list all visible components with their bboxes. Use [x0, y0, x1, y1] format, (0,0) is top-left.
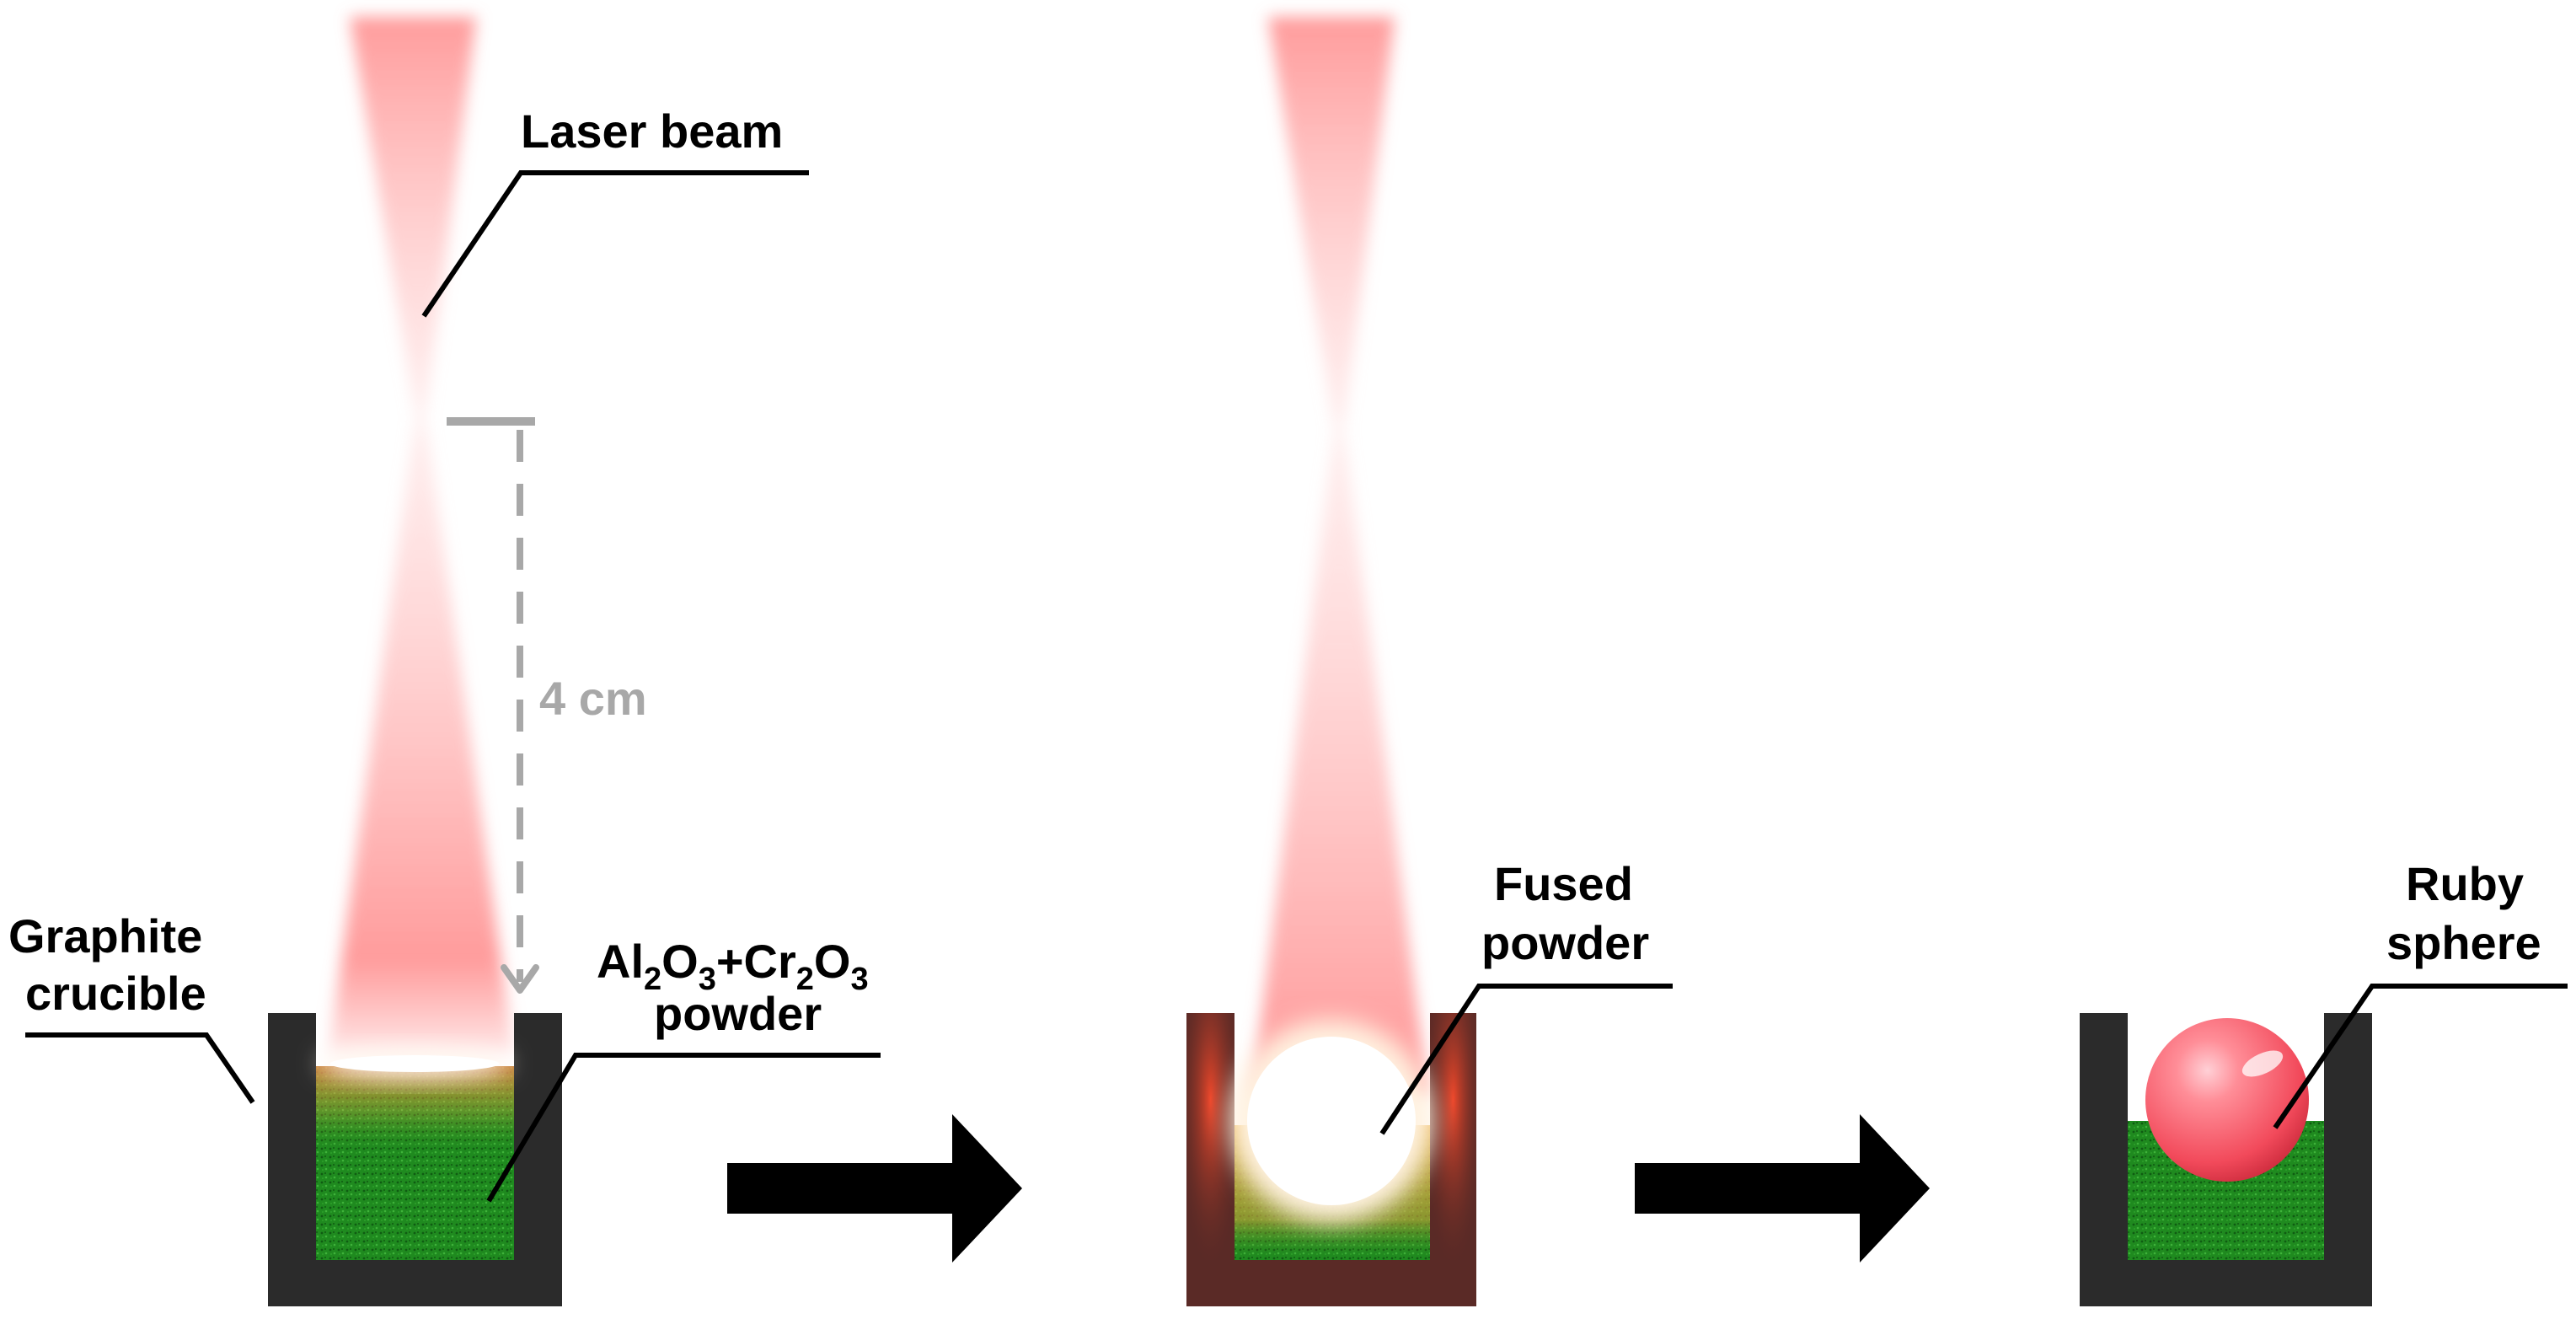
- fused-powder-leader: [1379, 984, 1673, 1135]
- laser-beam-label: Laser beam: [521, 105, 783, 158]
- laser-beam-leader: [421, 170, 809, 318]
- powder-formula-label: Al2O3+Cr2O3: [597, 935, 869, 997]
- ruby-highlight: [2241, 1050, 2284, 1077]
- formula-o1: O: [661, 935, 699, 988]
- panel-initial: 4 cm Laser beam Graphite crucible Al2O3+…: [8, 17, 881, 1306]
- formula-o2: O: [814, 935, 851, 988]
- process-arrow-1: [727, 1114, 1022, 1263]
- formula-al-sub: 2: [644, 962, 661, 997]
- graphite-crucible-label-line2: crucible: [25, 967, 206, 1020]
- formula-o1-sub: 3: [699, 962, 716, 997]
- ruby-sphere-leader: [2273, 984, 2568, 1129]
- graphite-crucible-leader: [25, 1032, 255, 1104]
- graphite-crucible-1: [268, 1013, 562, 1306]
- distance-label: 4 cm: [539, 672, 647, 725]
- ruby-sphere-label-line1: Ruby: [2406, 857, 2524, 910]
- panel-fusing: Fused powder: [1186, 17, 1673, 1306]
- powder-label-line2: powder: [654, 987, 822, 1040]
- graphite-crucible-2: [1186, 1013, 1476, 1306]
- formula-o2-sub: 3: [850, 962, 868, 997]
- formula-plus-cr: +Cr: [716, 935, 796, 988]
- process-arrow-2: [1635, 1114, 1930, 1263]
- distance-marker: [447, 417, 539, 994]
- laser-beam-2: [1251, 17, 1428, 1096]
- formula-al: Al: [597, 935, 644, 988]
- ruby-sphere-label-line2: sphere: [2386, 916, 2541, 969]
- formula-cr-sub: 2: [796, 962, 814, 997]
- graphite-crucible-label-line1: Graphite: [8, 909, 202, 962]
- panel-result: Ruby sphere: [2080, 857, 2568, 1306]
- fused-powder-label-line2: powder: [1481, 916, 1649, 969]
- ruby-sphere: [2145, 1018, 2309, 1182]
- powder-leader: [486, 1053, 881, 1203]
- laser-beam-1: [329, 17, 514, 1054]
- fused-powder-label-line1: Fused: [1494, 857, 1633, 910]
